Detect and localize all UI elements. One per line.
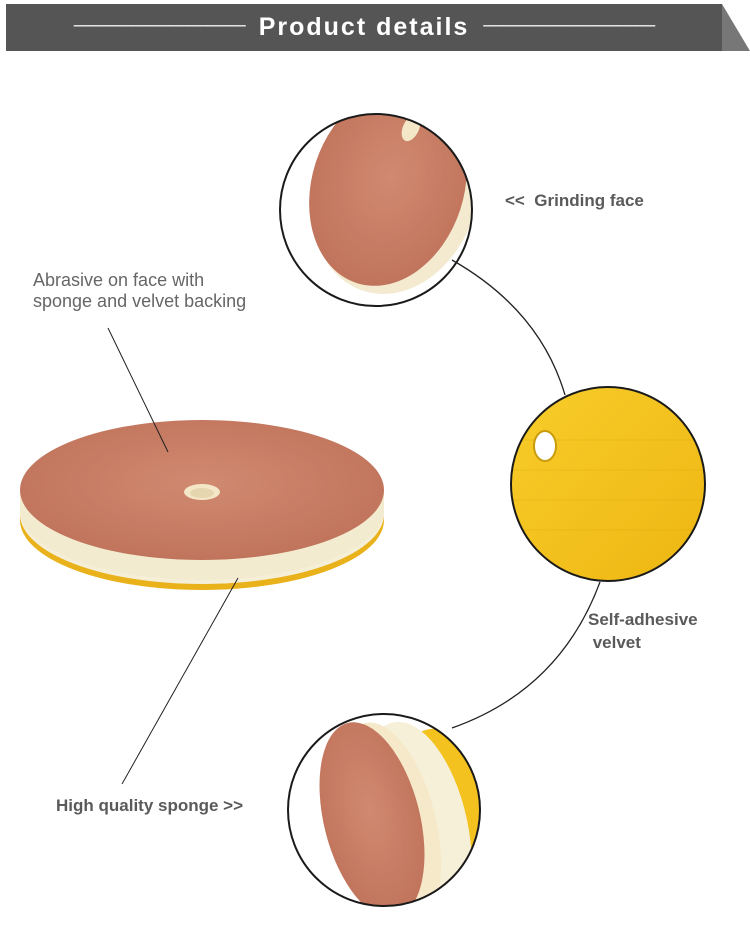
grinding-face-zoom	[279, 113, 473, 307]
abrasive-label: Abrasive on face with sponge and velvet …	[33, 270, 246, 312]
title-dash-right: —————————	[483, 14, 655, 36]
sanding-pad	[20, 420, 384, 590]
connector-arc-bottom	[451, 581, 601, 729]
header-banner	[6, 4, 750, 51]
title-dash-left: —————————	[73, 14, 246, 36]
pointer-line-abrasive	[107, 327, 169, 453]
sponge-layers-zoom	[287, 713, 481, 907]
connector-arc-top	[451, 259, 566, 396]
header: ————————— Product details —————————	[0, 0, 750, 60]
abrasive-label-line2: sponge and velvet backing	[33, 291, 247, 311]
velvet-label-line2: velvet	[588, 633, 641, 652]
abrasive-label-line1: Abrasive on face with	[33, 270, 205, 290]
velvet-label-line1: Self-adhesive	[588, 610, 698, 629]
velvet-label: Self-adhesive velvet	[588, 608, 698, 654]
velvet-zoom	[510, 386, 706, 582]
pointer-line-sponge	[121, 577, 239, 785]
title-text: Product details	[258, 13, 470, 41]
page-title: ————————— Product details —————————	[6, 4, 722, 51]
grinding-face-label: << Grinding face	[505, 191, 644, 210]
sponge-label: High quality sponge >>	[56, 796, 244, 815]
